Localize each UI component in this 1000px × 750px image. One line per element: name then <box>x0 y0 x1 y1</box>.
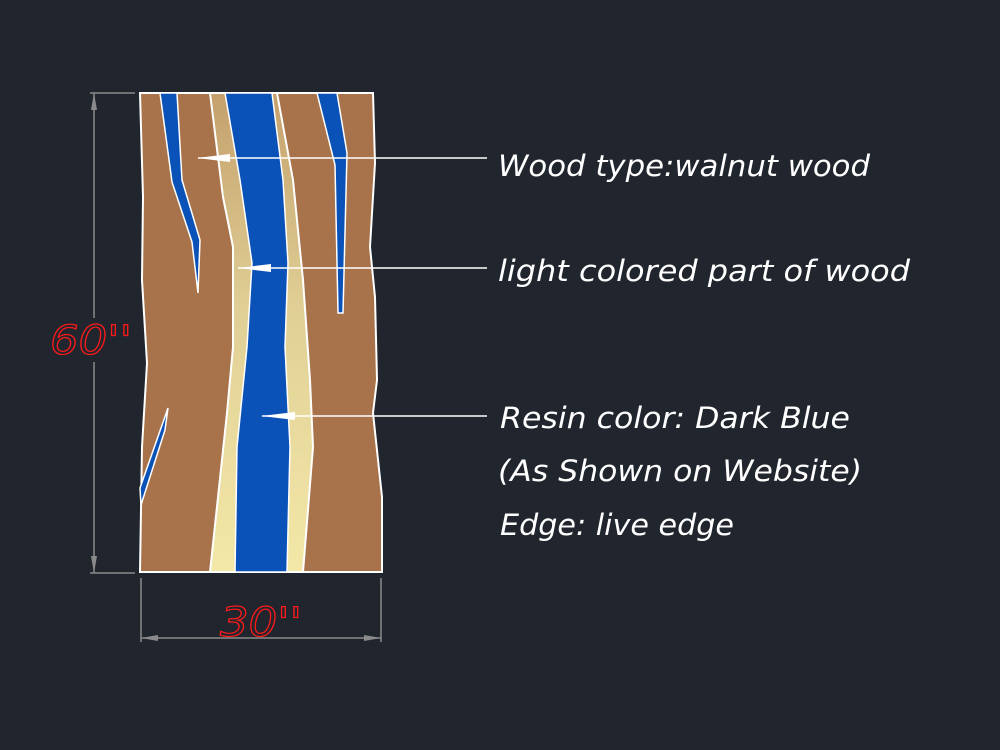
leader-resin <box>261 412 487 420</box>
width-dimension: 30'' <box>140 578 382 647</box>
height-value: 60'' <box>50 318 132 364</box>
resin-vein-left <box>159 92 201 294</box>
leader-light-wood <box>238 264 487 272</box>
label-as-shown: (As Shown on Website) <box>498 454 862 488</box>
table-slab <box>138 92 383 573</box>
label-resin-color: Resin color: Dark Blue <box>500 401 850 435</box>
width-value: 30'' <box>220 600 302 646</box>
label-light-wood: light colored part of wood <box>498 254 911 288</box>
resin-vein-bottom-left <box>139 407 169 506</box>
label-edge: Edge: live edge <box>500 508 734 542</box>
leader-wood-type <box>197 154 487 162</box>
resin-vein-right <box>316 92 348 314</box>
resin-river <box>224 92 291 573</box>
label-wood-type: Wood type:walnut wood <box>498 149 871 183</box>
height-dimension: 60'' <box>49 92 135 574</box>
